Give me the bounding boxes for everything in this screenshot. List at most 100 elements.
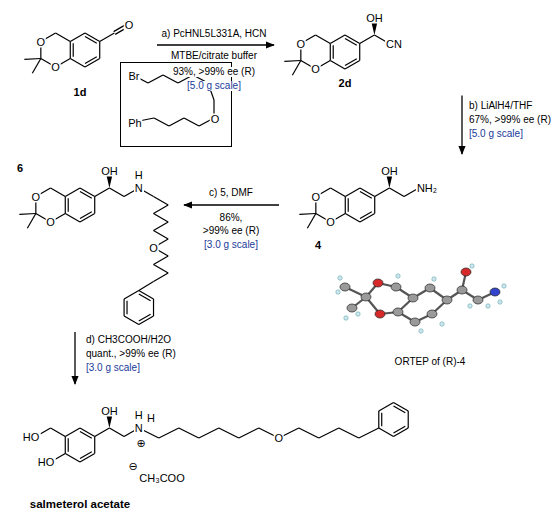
- bond: [95, 188, 110, 197]
- bond: [378, 411, 379, 428]
- compound-number: 4: [314, 240, 322, 251]
- condition-text: 93%, >99% ee (R): [172, 67, 256, 77]
- bond: [154, 222, 169, 231]
- bond: [379, 428, 394, 437]
- bond: [19, 213, 35, 215]
- reagent-label: d) CH3COOH/H2O: [85, 335, 172, 345]
- bond: [360, 35, 375, 44]
- wedge-bond: [371, 22, 377, 35]
- ortep-atom: [393, 308, 403, 316]
- bond: [139, 314, 151, 321]
- bond: [124, 291, 139, 300]
- bond: [70, 33, 85, 42]
- ortep-atom: [410, 318, 420, 326]
- compound-number: 2d: [338, 78, 353, 89]
- atom-label: O: [310, 64, 321, 75]
- bond: [154, 205, 169, 214]
- atom-label: Ph: [127, 118, 142, 129]
- bond: [94, 437, 95, 454]
- scale-note: [5.0 g scale]: [186, 81, 242, 91]
- bond: [154, 256, 169, 265]
- wedge-bond: [106, 175, 112, 188]
- bond: [51, 188, 66, 197]
- atom-label: O: [50, 62, 61, 73]
- bond: [330, 44, 331, 61]
- bond: [408, 411, 409, 428]
- scale-note: [3.0 g scale]: [203, 240, 259, 250]
- bond: [51, 428, 66, 437]
- ortep-hydrogen: [468, 304, 472, 308]
- bond: [65, 437, 66, 454]
- bond: [375, 188, 390, 197]
- ortep-hydrogen: [470, 264, 474, 268]
- bond: [394, 406, 406, 413]
- ortep-hydrogen: [344, 316, 348, 320]
- ortep-atom: [373, 279, 383, 287]
- atom-label: NH₂: [416, 183, 438, 194]
- atom-label: Br: [128, 71, 141, 82]
- bond: [27, 214, 36, 229]
- atom-label: O: [45, 217, 56, 228]
- condition-text: quant., >99% ee (R): [85, 349, 177, 359]
- atom-label: ⊖: [127, 461, 138, 472]
- condition-text: 67%, >99% ee (R): [468, 115, 552, 125]
- ortep-atom: [391, 283, 401, 291]
- condition-text: >99% ee (R): [202, 226, 260, 236]
- atom-label: ⊕: [135, 438, 146, 449]
- bond: [292, 61, 301, 76]
- bond: [139, 294, 151, 301]
- bond: [284, 60, 300, 62]
- atom-label: OH: [380, 166, 399, 177]
- atom-label: OH: [100, 166, 119, 177]
- ortep-hydrogen: [396, 274, 400, 278]
- bond: [94, 197, 95, 214]
- bond: [100, 33, 115, 42]
- bond: [80, 191, 92, 198]
- ortep-hydrogen: [356, 312, 360, 316]
- ortep-hydrogen: [338, 276, 342, 280]
- compound: OHCNOO2d: [278, 5, 468, 92]
- atom-label: O: [148, 242, 159, 253]
- bond: [154, 265, 169, 274]
- bond: [381, 413, 382, 427]
- bond: [73, 43, 74, 57]
- bond: [153, 299, 154, 316]
- bond: [307, 214, 316, 229]
- atom-label: OH: [365, 13, 384, 24]
- bond: [345, 214, 360, 223]
- bond: [65, 428, 80, 437]
- wedge-bond: [386, 175, 392, 188]
- bond: [359, 428, 379, 438]
- atom-label: O: [36, 36, 47, 47]
- ortep-atom: [490, 288, 500, 296]
- compound: OHNH₂OO4: [283, 158, 518, 255]
- bond: [330, 61, 345, 70]
- bond: [319, 428, 339, 438]
- atom-label: CN: [385, 38, 403, 49]
- ortep-atom: [375, 310, 385, 318]
- bond: [199, 428, 219, 438]
- bond: [109, 188, 124, 197]
- reaction-arrow: [184, 204, 279, 205]
- atom-label: O: [124, 19, 135, 30]
- bond: [154, 197, 169, 206]
- bond: [345, 38, 357, 45]
- bond: [24, 58, 40, 60]
- bond: [56, 33, 71, 42]
- bond: [331, 188, 346, 197]
- bond: [159, 428, 179, 438]
- bond: [68, 198, 69, 212]
- compound-number: 1d: [73, 87, 88, 98]
- ortep-hydrogen: [440, 322, 444, 326]
- bond: [65, 214, 80, 223]
- bond: [139, 282, 154, 291]
- ortep-atom: [408, 294, 418, 302]
- bond: [389, 188, 404, 197]
- ortep-atom: [361, 293, 371, 301]
- bond: [126, 301, 127, 315]
- bond: [123, 299, 124, 316]
- bond: [219, 428, 239, 438]
- scale-note: [3.0 g scale]: [85, 363, 141, 373]
- bond: [124, 316, 139, 325]
- ortep-atom: [461, 268, 471, 276]
